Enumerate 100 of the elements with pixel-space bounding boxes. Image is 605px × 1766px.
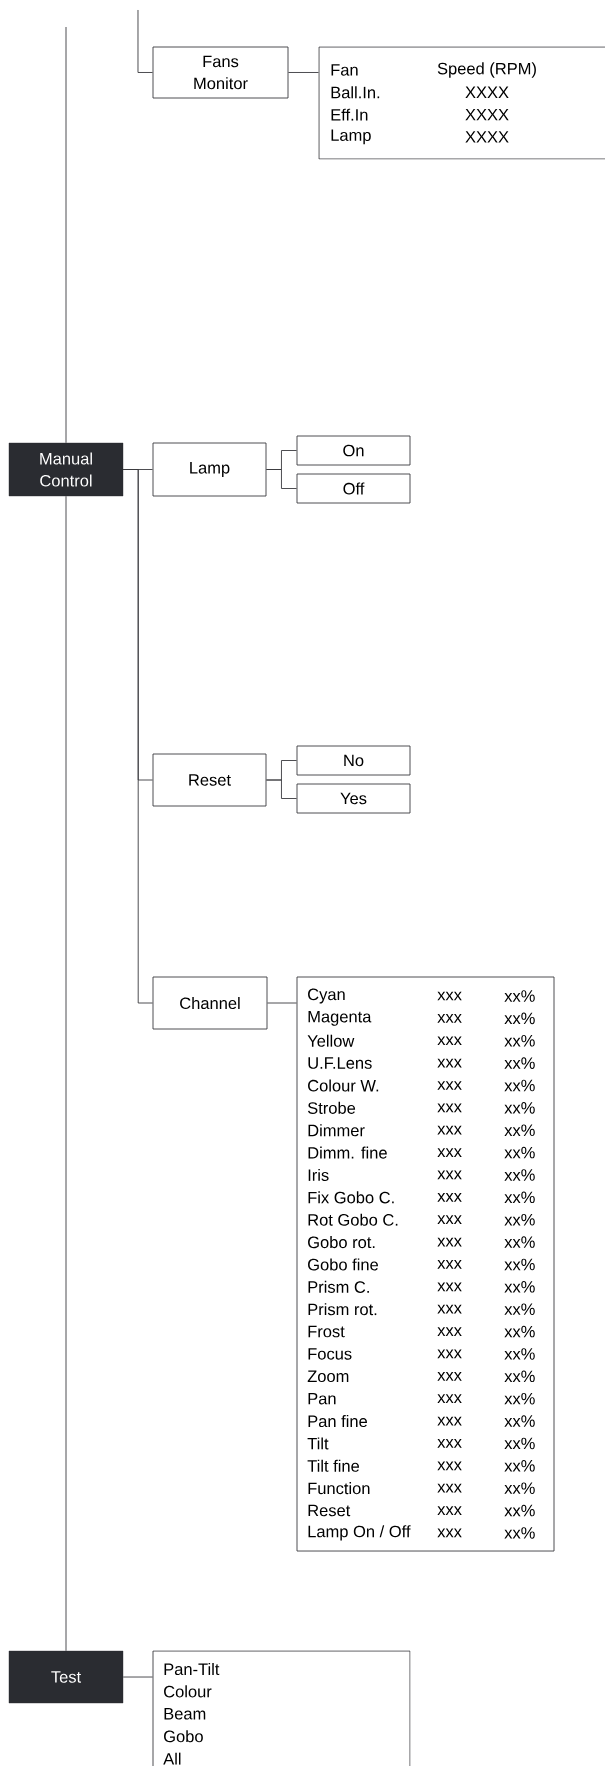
connector-line xyxy=(137,9,153,73)
table-cell: XXXX xyxy=(465,108,509,121)
table-cell: XXXX xyxy=(465,86,509,98)
menu-box: Fans Monitor xyxy=(152,46,289,99)
table-cell: Gobo rot. xyxy=(308,1236,375,1249)
table-cell: Speed (RPM) xyxy=(437,62,536,78)
table-cell: Ball.In. xyxy=(331,86,380,99)
connector-line xyxy=(266,469,297,489)
table-cell: xxx xyxy=(437,1304,462,1314)
table-cell: Lamp xyxy=(331,129,371,145)
table-cell: xxx xyxy=(437,1170,462,1180)
table-cell: Eff.In xyxy=(331,108,368,121)
table-cell: Magenta xyxy=(308,1011,372,1026)
table-cell: Function xyxy=(308,1482,370,1495)
table-cell: Reset xyxy=(308,1504,351,1517)
table-cell: Pan xyxy=(308,1392,336,1405)
table-cell: xx% xyxy=(504,1169,535,1181)
connector-line xyxy=(65,26,67,444)
table-cell: xxx xyxy=(437,1237,462,1247)
table-cell: xxx xyxy=(437,1148,462,1157)
list-item: All xyxy=(163,1752,181,1765)
connector-line xyxy=(266,779,297,799)
connector-line xyxy=(122,469,153,1004)
table-cell: xx% xyxy=(504,1191,535,1204)
table-cell: xx% xyxy=(504,990,535,1002)
connector-line xyxy=(65,495,67,1652)
table-cell: xxx xyxy=(437,1461,462,1471)
table-cell: xxx xyxy=(437,1394,462,1404)
table-cell: xxx xyxy=(437,1036,462,1046)
table-cell: xxx xyxy=(437,1058,462,1068)
table-cell: xx% xyxy=(504,1415,535,1427)
table-cell: xxx xyxy=(437,1483,462,1493)
table-cell: xxx xyxy=(437,1349,462,1359)
table-cell: Zoom xyxy=(307,1370,349,1383)
connector-line xyxy=(122,1676,153,1678)
table-cell: xx% xyxy=(504,1146,535,1159)
table-cell: xx% xyxy=(504,1124,535,1136)
option-box: Yes xyxy=(296,783,411,814)
table-cell: xx% xyxy=(504,1258,535,1271)
table-cell: xx% xyxy=(504,1079,535,1092)
table-cell: xx% xyxy=(504,1236,535,1248)
table-cell: xx% xyxy=(504,1325,535,1338)
table-cell: xxx xyxy=(437,1528,462,1538)
connector-line xyxy=(267,1002,297,1004)
list-item: Beam xyxy=(164,1708,206,1720)
menu-box: Lamp xyxy=(152,442,267,497)
table-cell: Prism rot. xyxy=(308,1303,377,1316)
table-cell: xx% xyxy=(504,1057,535,1069)
table-cell: xxx xyxy=(437,1439,462,1448)
table-cell: xx% xyxy=(504,1527,535,1539)
table-cell: Rot Gobo C. xyxy=(308,1213,398,1226)
table-cell: Lamp On / Off xyxy=(308,1525,411,1541)
table-cell: Dimmer xyxy=(308,1124,365,1137)
table-cell: Prism C. xyxy=(308,1280,369,1293)
table-cell: Colour W. xyxy=(308,1079,379,1092)
table-cell: Frost xyxy=(308,1325,345,1338)
menu-box: Reset xyxy=(152,753,267,807)
table-cell: xx% xyxy=(504,1035,535,1047)
table-cell: Strobe xyxy=(307,1101,356,1114)
table-cell: xx% xyxy=(504,1281,535,1293)
option-box: No xyxy=(296,745,411,776)
table-cell: xx% xyxy=(504,1504,535,1517)
option-box: On xyxy=(296,435,411,466)
list-item: Gobo xyxy=(164,1730,203,1743)
table-cell: xxx xyxy=(437,1506,462,1515)
table-cell: U.F.Lens xyxy=(308,1057,372,1069)
table-cell: Yellow xyxy=(307,1034,355,1047)
menu-box: Manual Control xyxy=(8,442,124,497)
table-cell: xx% xyxy=(504,1102,535,1114)
table-cell: Pan fine xyxy=(308,1415,367,1428)
table-cell: xx% xyxy=(504,1303,535,1315)
table-cell: XXXX xyxy=(465,131,509,143)
table-cell: Iris xyxy=(308,1168,329,1182)
table-cell: Cyan xyxy=(308,988,345,1004)
table-cell: xxx xyxy=(437,1014,462,1023)
table-cell: xx% xyxy=(504,1482,535,1494)
table-cell: xxx xyxy=(437,1282,462,1292)
table-cell: xx% xyxy=(504,1437,535,1450)
table-cell: xxx xyxy=(437,1215,462,1225)
table-cell: xxx xyxy=(437,1416,462,1426)
table-cell: Tilt fine xyxy=(307,1459,359,1472)
table-cell: xx% xyxy=(504,1012,535,1025)
table-cell: xx% xyxy=(504,1213,535,1226)
table-cell: xxx xyxy=(437,1103,462,1113)
menu-box: Channel xyxy=(152,976,268,1030)
table-cell: xx% xyxy=(504,1460,535,1472)
table-cell: xxx xyxy=(437,1125,462,1135)
table-cell: xx% xyxy=(504,1370,535,1383)
table-cell: xx% xyxy=(504,1348,535,1360)
table-cell: Gobo fine xyxy=(308,1258,378,1271)
list-item: Colour xyxy=(164,1685,212,1698)
table-cell: xxx xyxy=(437,1260,462,1269)
table-cell: xxx xyxy=(437,1193,462,1202)
connector-line xyxy=(288,72,319,73)
table-cell: Focus xyxy=(308,1348,352,1360)
table-cell: Dimm. fine xyxy=(308,1146,387,1159)
table-cell: xxx xyxy=(437,1081,462,1090)
table-cell: Fan xyxy=(331,64,358,76)
option-box: Off xyxy=(296,473,411,504)
list-item: Pan-Tilt xyxy=(164,1662,220,1676)
